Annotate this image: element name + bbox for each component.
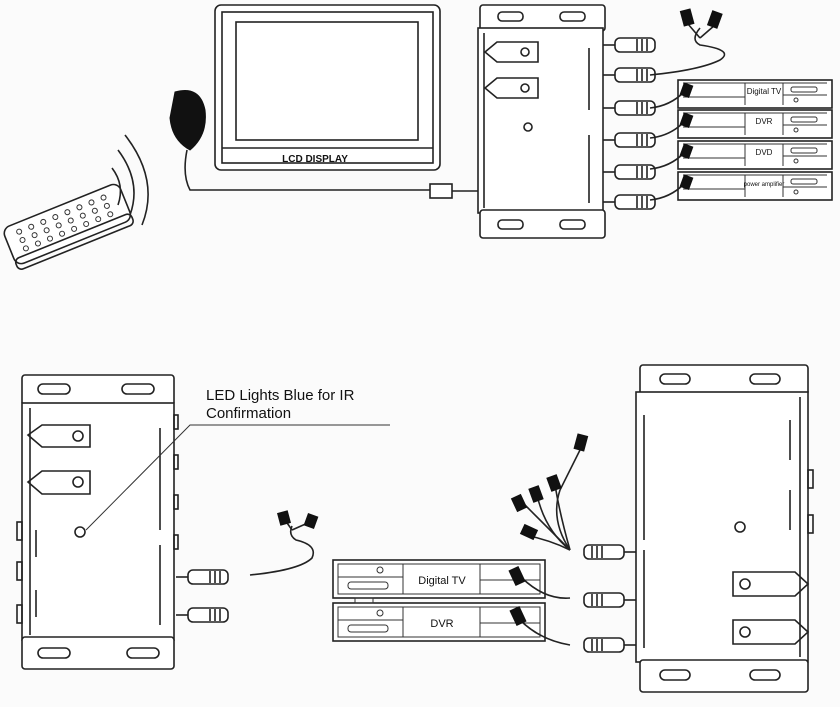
device-label: DVR xyxy=(756,117,773,126)
device-label: power amplifier xyxy=(744,182,785,188)
remote-button-icon xyxy=(31,232,38,239)
remote-button-icon xyxy=(107,211,114,218)
remote-button-icon xyxy=(22,245,29,252)
audio-jack xyxy=(603,194,656,210)
receiver-jack xyxy=(429,183,478,199)
remote-button-icon xyxy=(79,212,86,219)
audio-jack xyxy=(583,544,636,560)
device-dvd: DVD xyxy=(649,140,833,170)
remote-button-icon xyxy=(16,228,23,235)
remote-button-icon xyxy=(34,240,41,247)
device-power-amplifier: power amplifier xyxy=(649,171,833,201)
remote-button-icon xyxy=(55,222,62,229)
audio-jack xyxy=(176,569,229,585)
device-digital-tv: Digital TV xyxy=(332,559,546,599)
ir-emitter xyxy=(679,112,694,128)
led-callout: LED Lights Blue for IR Confirmation xyxy=(85,387,390,531)
device-label: DVD xyxy=(756,148,773,157)
bottom-right-emitters xyxy=(508,433,589,646)
device-label: Digital TV xyxy=(418,575,466,587)
remote-button-icon xyxy=(19,237,26,244)
ir-signal-waves-icon xyxy=(111,134,149,226)
device-label: Digital TV xyxy=(747,87,782,96)
remote-button-icon xyxy=(40,218,47,225)
remote-button-icon xyxy=(64,209,71,216)
ir-emitter xyxy=(679,174,694,190)
audio-jack xyxy=(583,592,636,608)
ir-emitter xyxy=(679,82,694,98)
audio-jack xyxy=(603,100,656,116)
remote-button-icon xyxy=(95,216,102,223)
remote-button-icon xyxy=(88,199,95,206)
lcd-display-label: LCD DISPLAY xyxy=(282,154,348,165)
audio-jack xyxy=(583,637,636,653)
remote-button-icon xyxy=(47,235,54,242)
ir-emitter xyxy=(679,143,694,159)
ir-receiver-eye xyxy=(169,90,430,191)
remote-button-icon xyxy=(71,225,78,232)
device-dvr: DVR xyxy=(649,109,833,139)
top-ir-hub xyxy=(477,4,656,239)
device-label: DVR xyxy=(430,618,453,630)
remote-button-icon xyxy=(103,202,110,209)
remote-button-icon xyxy=(43,227,50,234)
device-digital-tv: Digital TV xyxy=(649,79,833,109)
remote-control xyxy=(3,183,134,270)
bottom-left-emitter xyxy=(249,510,319,576)
bottom-left-ir-hub xyxy=(16,374,229,670)
remote-button-icon xyxy=(28,223,35,230)
audio-jack xyxy=(603,132,656,148)
top-ir-emitter-spare xyxy=(649,8,726,76)
remote-button-icon xyxy=(67,217,74,224)
audio-jack xyxy=(603,67,656,83)
audio-jack xyxy=(603,37,656,53)
remote-button-icon xyxy=(83,220,90,227)
remote-button-icon xyxy=(76,204,83,211)
remote-button-icon xyxy=(91,207,98,214)
lcd-display: LCD DISPLAY xyxy=(214,4,441,171)
remote-button-icon xyxy=(100,194,107,201)
device-dvr: DVR xyxy=(332,602,546,642)
callout-line-2: Confirmation xyxy=(206,405,291,422)
audio-jack xyxy=(176,607,229,623)
audio-jack xyxy=(603,164,656,180)
remote-button-icon xyxy=(52,214,59,221)
remote-button-icon xyxy=(59,230,66,237)
bottom-right-ir-hub xyxy=(583,364,814,693)
led-indicator xyxy=(74,526,86,538)
callout-line-1: LED Lights Blue for IR xyxy=(206,387,355,404)
